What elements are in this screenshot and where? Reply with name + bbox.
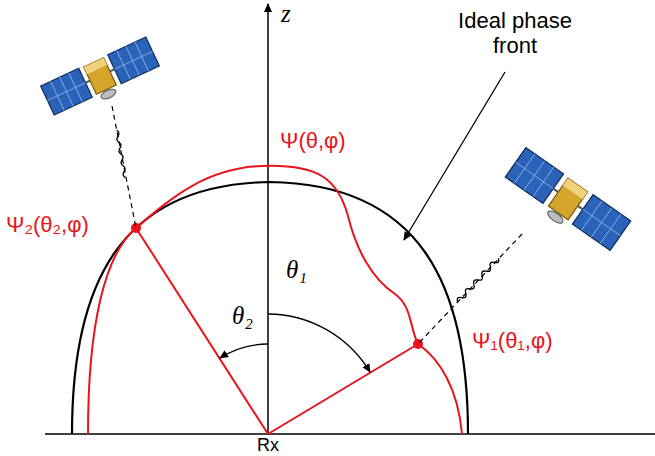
wave-packet bbox=[115, 130, 126, 178]
wave-packet bbox=[456, 256, 501, 303]
point-label: Ψ₂(θ₂,φ) bbox=[6, 212, 89, 237]
angle-arc bbox=[268, 314, 370, 372]
signal-ray bbox=[112, 106, 136, 228]
ideal-phase-front bbox=[72, 182, 468, 434]
satellite-icon bbox=[501, 148, 631, 257]
z-axis bbox=[267, 4, 269, 434]
radial-line bbox=[136, 228, 268, 434]
angle-arc bbox=[220, 344, 268, 358]
radial-line bbox=[268, 344, 418, 434]
signal-ray bbox=[418, 234, 522, 344]
function-label: Ψ(θ,φ) bbox=[280, 128, 346, 153]
axis-label: z bbox=[281, 0, 291, 29]
satellite-icon bbox=[41, 37, 163, 122]
point-label: Ψ₁(θ₁,φ) bbox=[472, 328, 553, 353]
angle-label: θ₂ bbox=[232, 302, 253, 331]
receiver-label: Rx bbox=[257, 436, 279, 454]
ground-line bbox=[45, 433, 655, 435]
angle-label: θ₁ bbox=[286, 256, 307, 285]
leader-arrow bbox=[404, 72, 505, 240]
callout-label: Ideal phase front bbox=[440, 8, 590, 59]
phase-front-curve bbox=[88, 166, 462, 434]
